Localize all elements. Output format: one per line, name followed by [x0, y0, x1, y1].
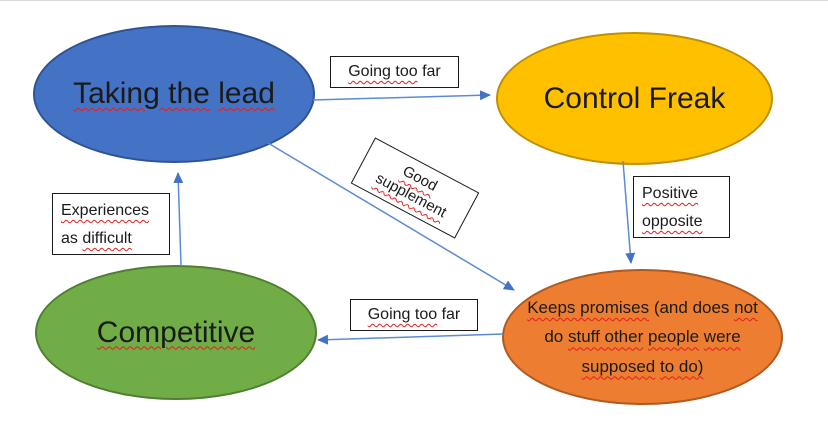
connector-keepspromises-to-competitive[interactable]: [317, 333, 504, 345]
edge-label-going-too-far-top-text: Going too far: [348, 63, 441, 80]
node-competitive[interactable]: Competitive: [35, 265, 317, 400]
connector-competitive-to-lead[interactable]: [173, 172, 184, 266]
edge-label-going-too-far-bottom[interactable]: Going too far: [350, 299, 478, 331]
node-taking-the-lead-label: Taking the lead: [73, 77, 275, 110]
node-taking-the-lead[interactable]: Taking the lead: [33, 25, 315, 163]
window-top-edge: [0, 0, 828, 1]
node-control-freak-label: Control Freak: [543, 81, 726, 115]
connector-lead-to-controlfreak[interactable]: [312, 90, 491, 101]
edge-label-going-too-far-top[interactable]: Going too far: [330, 56, 459, 88]
node-control-freak[interactable]: Control Freak: [496, 32, 773, 165]
node-competitive-label: Competitive: [96, 315, 256, 349]
connector-lead-to-keepspromises[interactable]: [267, 142, 515, 291]
connector-controlfreak-to-keepspromises[interactable]: [622, 160, 636, 264]
edge-label-going-too-far-bottom-text: Going too far: [367, 306, 461, 323]
